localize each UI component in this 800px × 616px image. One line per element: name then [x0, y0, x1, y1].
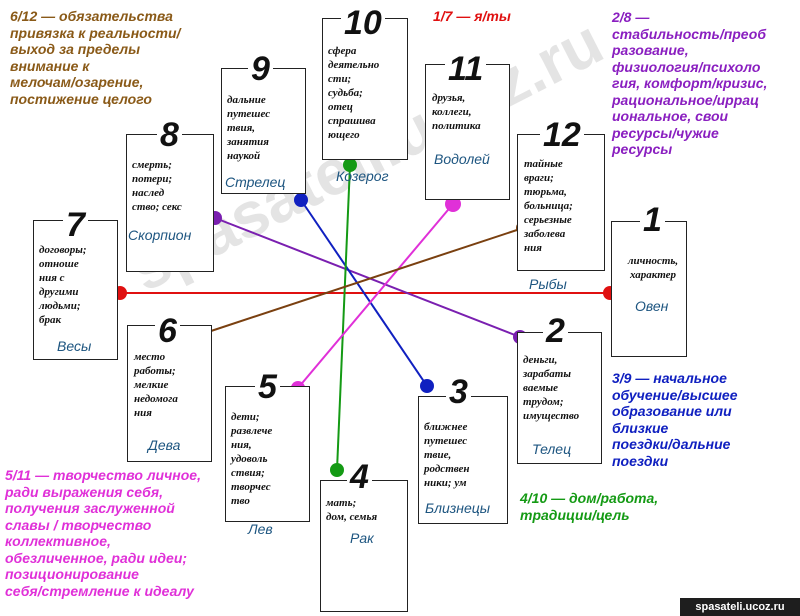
house-5-sign: Лев: [248, 521, 273, 537]
house-3-number: 3: [446, 375, 471, 409]
house-3-description: ближнее путешес твие, родствен ники; ум: [424, 421, 470, 489]
house-9-box: [221, 68, 306, 194]
axis-2-8-line: [214, 217, 521, 338]
annotation-2-8: 2/8 — стабильность/преоб разование, физи…: [612, 9, 768, 157]
house-5-number: 5: [255, 370, 280, 404]
annotation-3-9: 3/9 — начальное обучение/высшее образова…: [612, 370, 738, 469]
house-6-description: место работы; мелкие недомога ния: [134, 351, 178, 419]
house-7-sign: Весы: [57, 338, 92, 354]
axis-5-11-line: [297, 203, 454, 389]
annotation-4-10: 4/10 — дом/работа, традиции/цель: [520, 490, 659, 523]
house-12-sign: Рыбы: [529, 276, 567, 292]
house-10-sign: Козерог: [336, 168, 389, 184]
house-8-number: 8: [157, 118, 182, 152]
annotation-6-12: 6/12 — обязательства привязка к реальнос…: [10, 8, 181, 107]
axis-5-11-dot-11: [445, 196, 461, 212]
house-8-description: смерть; потери; наслед ство; секс: [132, 159, 182, 213]
house-9-number: 9: [248, 52, 273, 86]
axis-3-9-line: [300, 199, 428, 387]
house-9-description: дальние путешес твия, занятия наукой: [227, 94, 271, 162]
house-1-number: 1: [640, 203, 665, 237]
house-12-number: 12: [540, 118, 584, 152]
annotation-1-7: 1/7 — я/ты: [433, 8, 511, 24]
house-3-sign: Близнецы: [425, 500, 491, 516]
house-1-description: личность, характер: [627, 255, 679, 281]
house-2-box: [517, 332, 602, 464]
house-10-number: 10: [341, 6, 385, 40]
axis-3-9-dot-3: [420, 379, 434, 393]
house-11-sign: Водолей: [434, 151, 490, 167]
house-2-sign: Телец: [532, 441, 572, 457]
house-2-description: деньги, зарабаты ваемые трудом; имуществ…: [523, 354, 580, 422]
annotation-5-11: 5/11 — творчество личное, ради выражения…: [5, 467, 201, 599]
house-4-description: мать; дом, семья: [326, 497, 378, 523]
footer-site-label: spasateli.ucoz.ru: [680, 598, 800, 616]
house-2-number: 2: [543, 314, 568, 348]
house-7-description: договоры; отноше ния с другими людьми; б…: [39, 244, 87, 326]
axis-4-10-line: [336, 164, 351, 471]
house-4-number: 4: [347, 460, 372, 494]
house-8-sign: Скорпион: [128, 227, 192, 243]
house-10-box: [322, 18, 408, 160]
house-4-sign: Рак: [350, 530, 374, 546]
house-7-number: 7: [63, 208, 88, 242]
house-10-description: сфера деятельно сти; судьба; отец спраши…: [328, 45, 380, 141]
house-7-box: [33, 220, 118, 360]
axis-3-9-dot-9: [294, 193, 308, 207]
house-6-number: 6: [155, 314, 180, 348]
house-5-box: [225, 386, 310, 522]
house-5-description: дети; развлече ния, удоволь ствия; творч…: [231, 411, 273, 507]
axis-4-10-dot-4: [330, 463, 344, 477]
house-1-sign: Овен: [635, 298, 669, 314]
house-12-description: тайные враги; тюрьма, больница; серьезны…: [524, 158, 573, 254]
axis-6-12-line: [204, 227, 524, 334]
house-6-sign: Дева: [148, 437, 181, 453]
house-9-sign: Стрелец: [225, 174, 286, 190]
axis-4-10-dot-10: [343, 158, 357, 172]
house-1-box: [611, 221, 687, 357]
house-8-box: [126, 134, 214, 272]
house-11-number: 11: [445, 52, 487, 86]
house-11-description: друзья, коллеги, политика: [432, 92, 481, 132]
